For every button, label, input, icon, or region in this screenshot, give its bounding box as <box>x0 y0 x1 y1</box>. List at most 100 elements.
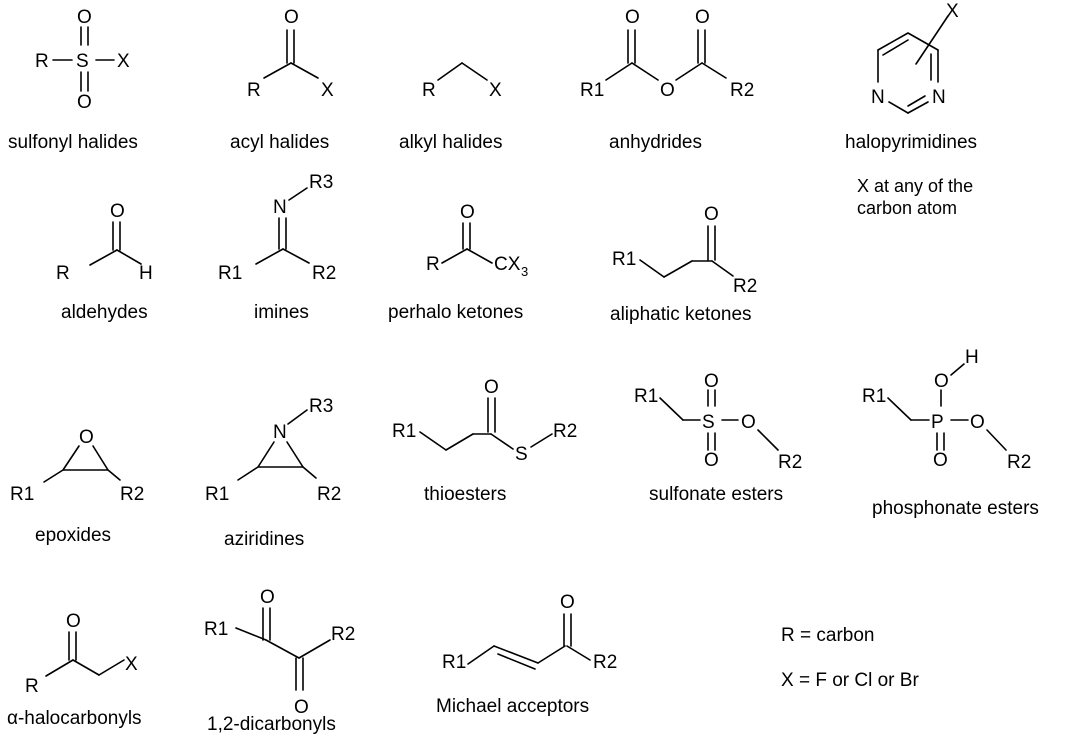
structure-imine: N R3 R1 R2 imines <box>218 172 336 323</box>
bond <box>605 62 633 81</box>
structure-aziridine: N R3 R1 R2 aziridines <box>205 396 341 550</box>
bond <box>43 469 64 483</box>
bond <box>116 249 142 265</box>
bond <box>497 653 536 670</box>
structure-aliphatic-ketone: R1 O R2 aliphatic ketones <box>610 204 757 325</box>
atom-label: H <box>965 347 979 368</box>
atom-label: R1 <box>862 386 886 407</box>
atom-label: R1 <box>392 421 416 442</box>
atom-label: X <box>946 1 959 22</box>
structure-epoxide: O R1 R2 epoxides <box>10 427 144 546</box>
atom-label: O <box>704 450 719 471</box>
atom-label: O <box>970 412 985 433</box>
bond <box>631 62 659 81</box>
structure-acyl-halide: O R X acyl halides <box>230 7 334 153</box>
caption-michael-acceptors: Michael acceptors <box>436 696 589 717</box>
atom-label: X <box>321 80 334 101</box>
atom-label: R1 <box>218 263 242 284</box>
atom-label: O <box>625 7 640 28</box>
atom-label: X <box>117 51 130 72</box>
bond <box>639 259 665 278</box>
legend: R = carbon X = F or Cl or Br <box>781 625 919 691</box>
caption-epoxides: epoxides <box>35 525 111 546</box>
caption-alpha-halocarbonyls: α-halocarbonyls <box>7 708 142 729</box>
atom-label: R2 <box>778 452 802 473</box>
atom-label: P <box>931 412 944 433</box>
caption-halopyrimidines: halopyrimidines <box>845 132 977 153</box>
bond <box>62 445 80 471</box>
atom-label: O <box>460 202 475 223</box>
atom-label: N <box>273 422 287 443</box>
caption-acyl-halides: acyl halides <box>230 132 329 153</box>
atom-label: O <box>934 371 949 392</box>
bond <box>263 62 292 79</box>
atom-label: O <box>79 427 94 448</box>
structure-aldehyde: O R H aldehydes <box>56 201 153 323</box>
bond <box>950 363 965 376</box>
caption-aldehydes: aldehydes <box>61 302 148 323</box>
atom-label: R <box>56 263 70 284</box>
bond <box>290 62 319 79</box>
bond <box>45 659 74 677</box>
bond <box>701 62 727 79</box>
bond <box>907 101 929 114</box>
legend-x-definition: X = F or Cl or Br <box>781 670 919 691</box>
bond <box>257 441 275 468</box>
caption-perhalo-ketones: perhalo ketones <box>388 302 523 323</box>
structure-phosphonate-ester: R1 P O H O O R2 phosphonate esters <box>862 347 1039 519</box>
atom-label: S <box>702 412 715 433</box>
caption-1-2-dicarbonyls: 1,2-dicarbonyls <box>207 714 336 735</box>
caption-sulfonate-esters: sulfonate esters <box>649 484 783 505</box>
bond <box>461 62 488 81</box>
bond <box>98 659 125 676</box>
atom-label: O <box>484 377 499 398</box>
bond <box>877 32 939 51</box>
atom-label: O <box>77 92 92 113</box>
atom-label: O <box>560 592 575 613</box>
structure-anhydride: R1 O O O R2 anhydrides <box>580 7 754 153</box>
atom-label: O <box>66 611 81 632</box>
bond <box>888 101 909 114</box>
bond <box>659 397 684 421</box>
bond <box>302 466 317 479</box>
bond <box>92 445 109 471</box>
caption-alkyl-halides: alkyl halides <box>399 132 503 153</box>
atom-label: O <box>77 7 92 28</box>
atom-label: R2 <box>553 421 577 442</box>
atom-label: X <box>125 654 138 675</box>
atom-label: O <box>704 371 719 392</box>
atom-subscript: 3 <box>521 264 528 279</box>
atom-label: O <box>695 7 710 28</box>
bond <box>265 639 300 659</box>
bond <box>663 260 693 278</box>
atom-label: R1 <box>204 619 228 640</box>
atom-label: R2 <box>317 484 341 505</box>
bond <box>986 429 1007 451</box>
bond <box>282 248 310 264</box>
bond <box>466 248 493 264</box>
bond <box>537 645 566 664</box>
atom-label: O <box>704 204 719 225</box>
atom-label: O <box>294 697 309 718</box>
structure-thioester: R1 O S R2 thioesters <box>392 377 577 505</box>
bond <box>675 62 703 81</box>
atom-label: R <box>35 51 49 72</box>
caption-aziridines: aziridines <box>224 529 304 550</box>
bond <box>72 659 100 676</box>
atom-label: R <box>247 80 261 101</box>
caption-phosphonate-esters: phosphonate esters <box>872 498 1039 519</box>
bond <box>530 433 553 448</box>
atom-label: R2 <box>1007 452 1031 473</box>
bond <box>288 187 308 201</box>
atom-label: R3 <box>309 172 333 193</box>
structure-1-2-dicarbonyl: O R1 O R2 1,2-dicarbonyls <box>204 587 355 735</box>
structure-sulfonate-ester: R1 S O O O R2 sulfonate esters <box>634 371 802 505</box>
bond <box>107 469 121 481</box>
atom-label: R2 <box>331 624 355 645</box>
caption-anhydrides: anhydrides <box>609 132 702 153</box>
atom-label: N <box>871 87 885 108</box>
atom-label: O <box>933 450 948 471</box>
atom-label: CX <box>494 254 521 275</box>
